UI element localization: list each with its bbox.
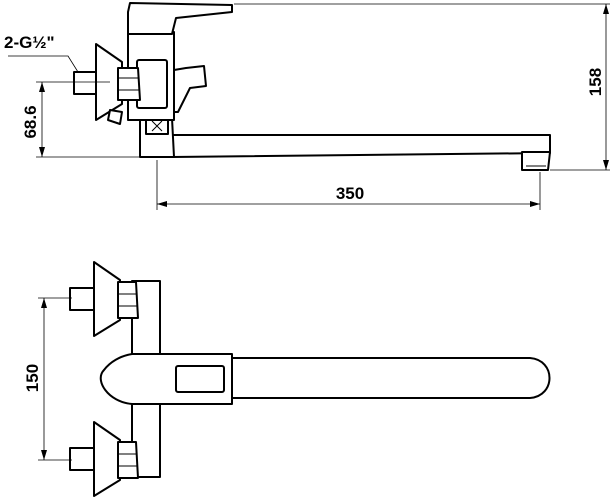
front-spout	[159, 357, 551, 399]
diverter-knob	[173, 65, 207, 113]
lower-nut	[117, 441, 139, 479]
lower-connector	[69, 447, 95, 471]
upper-nut	[117, 281, 139, 319]
dim-350-arrow-right	[530, 201, 540, 207]
total-height-label: 158	[586, 68, 605, 96]
upper-connector	[69, 287, 95, 311]
dim-350-arrow-left	[157, 201, 167, 207]
inlet-nut	[117, 67, 141, 101]
outlet-height-label: 68.6	[21, 105, 40, 138]
inlet-connector	[73, 71, 97, 95]
lever-handle	[127, 2, 233, 35]
side-view: 2-G½" 68.6 158 350	[4, 2, 610, 210]
spout-reach-label: 350	[336, 184, 364, 203]
body-window	[136, 59, 168, 109]
dim-68-arrow-top	[39, 82, 45, 92]
spout-tip	[521, 151, 551, 171]
inlet-spacing-label: 150	[23, 364, 42, 392]
front-view: 150	[23, 261, 551, 497]
dim-68-arrow-bottom	[39, 147, 45, 157]
spout-tube	[171, 134, 551, 158]
collar-cross	[151, 120, 163, 132]
front-lever-window	[175, 365, 225, 393]
upper-flange	[93, 261, 121, 337]
dim-158-arrow-top	[603, 4, 609, 14]
dim-158-arrow-bottom	[603, 160, 609, 170]
thread-leader	[8, 55, 79, 73]
inlet-stub	[107, 109, 123, 125]
dim-150-arrow-top	[41, 298, 47, 308]
thread-spec-label: 2-G½"	[4, 33, 55, 52]
lower-flange	[93, 421, 121, 497]
dim-150-arrow-bottom	[41, 450, 47, 460]
